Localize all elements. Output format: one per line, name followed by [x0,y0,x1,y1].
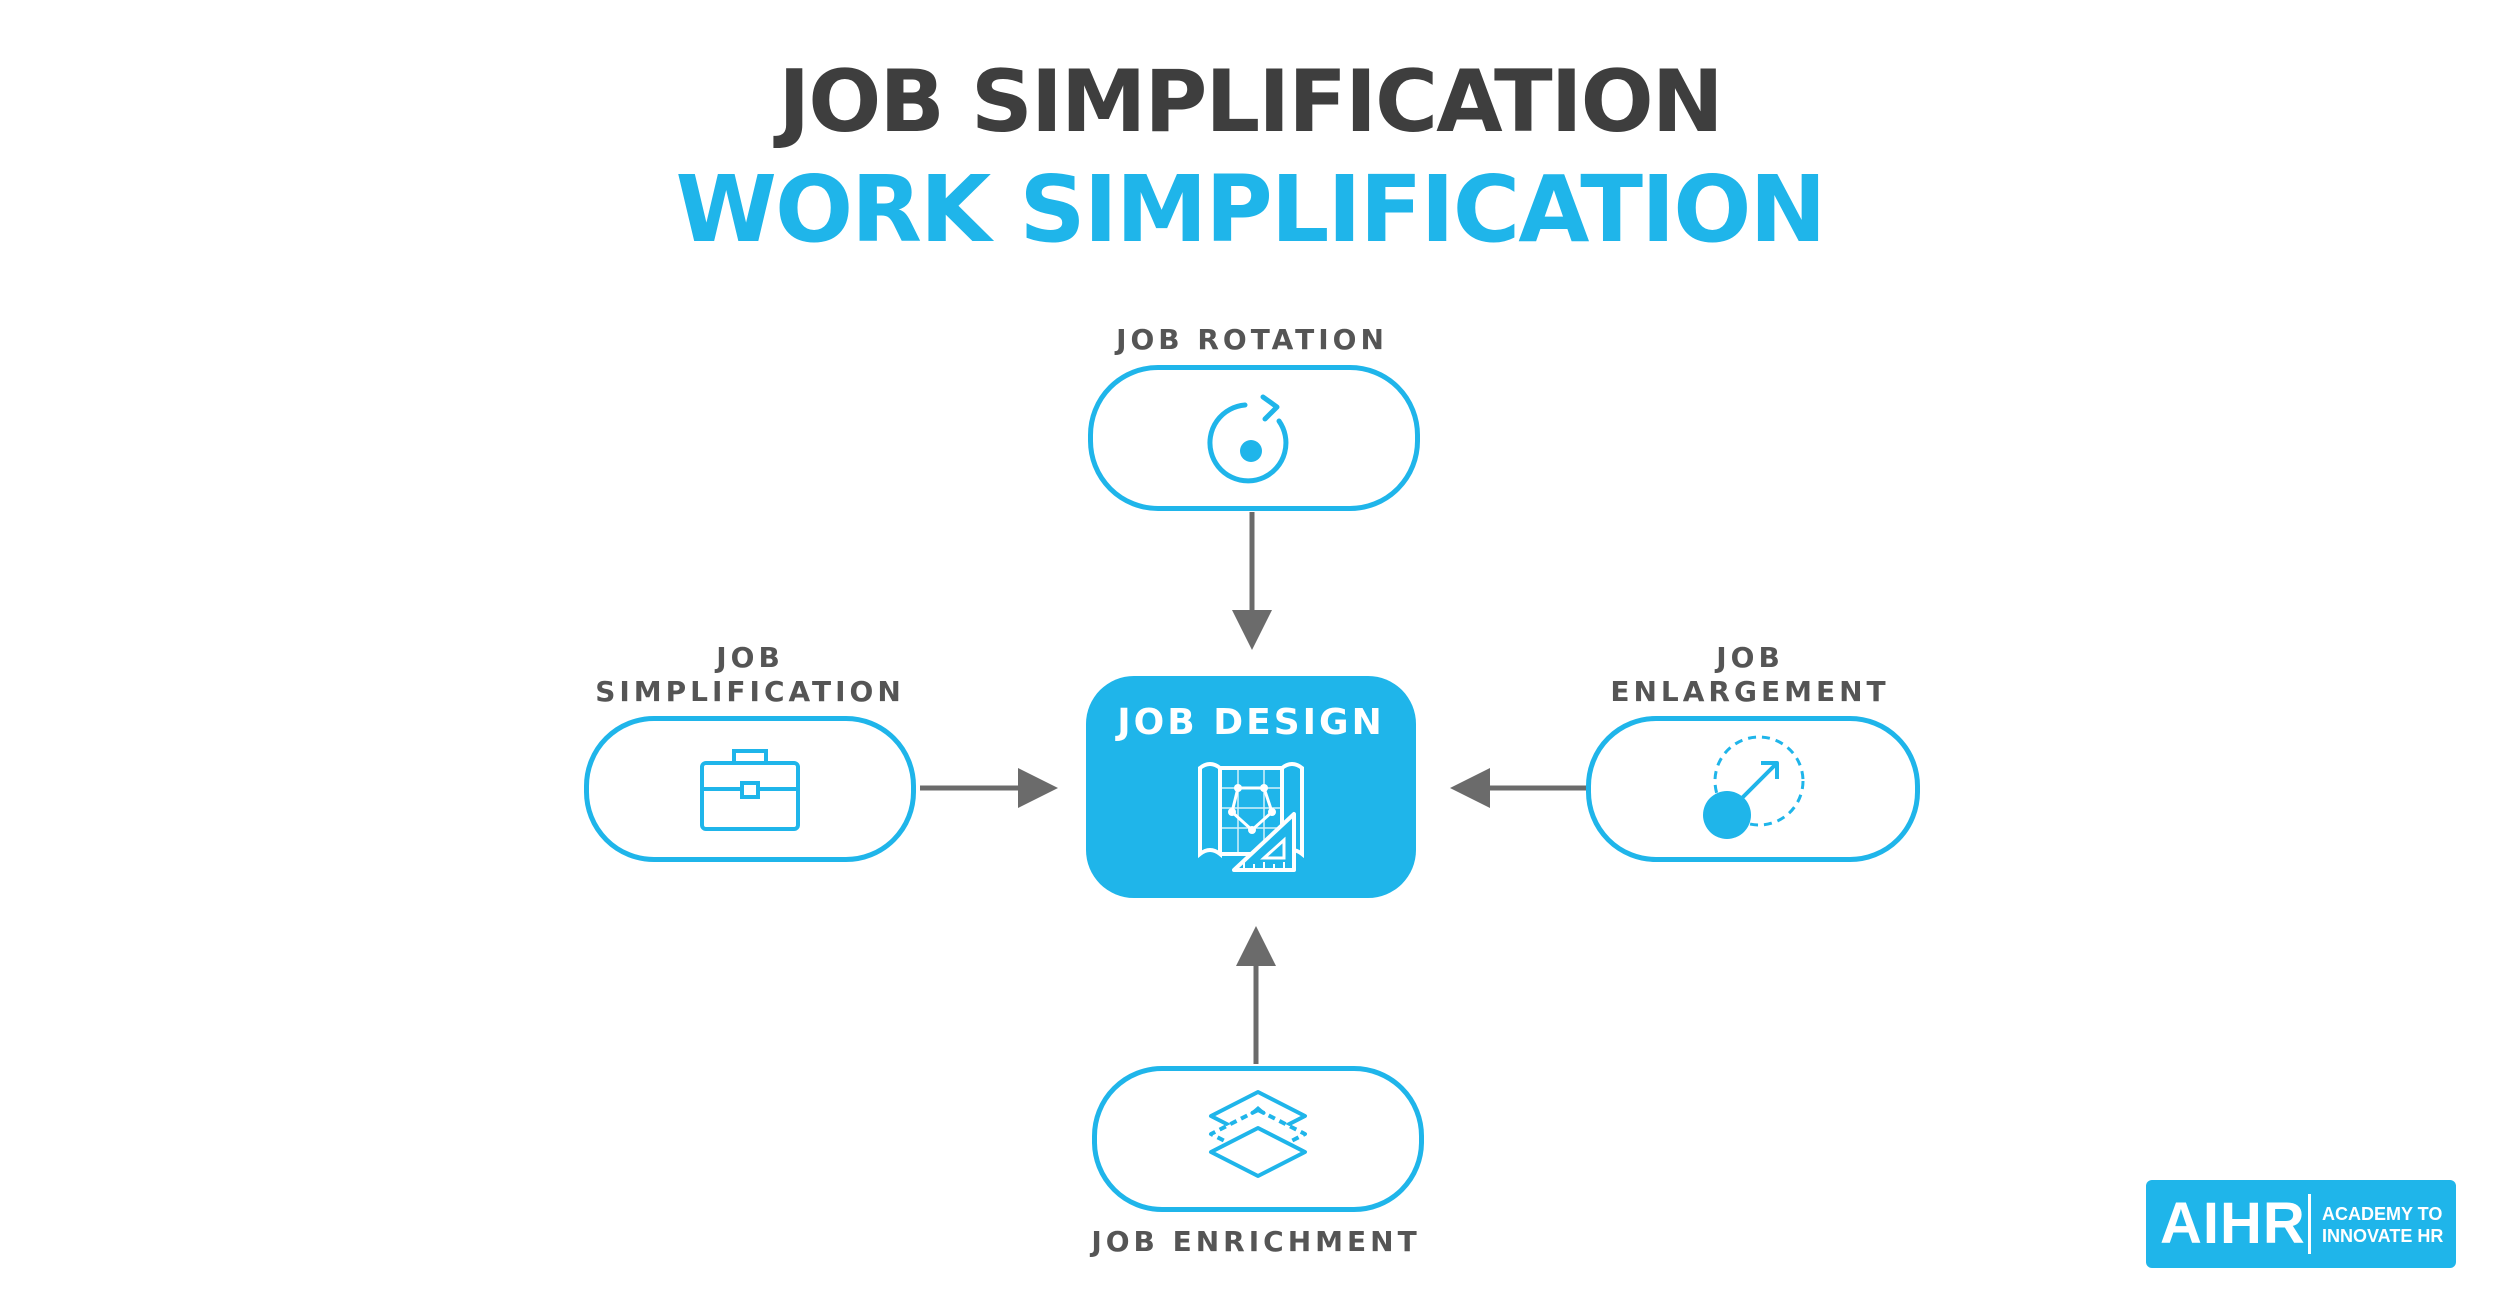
logo-mark: AIHR [2160,1191,2306,1256]
logo-tagline-1: ACADEMY TO [2322,1204,2443,1224]
node-job-enlargement [1586,716,1920,862]
node-job-design: JOB DESIGN [1086,676,1416,898]
briefcase-icon [700,749,800,831]
title-line-1: JOB SIMPLIFICATION [778,52,1723,152]
label-job-rotation: JOB ROTATION [1116,323,1388,356]
node-job-enrichment [1092,1066,1424,1212]
layers-icon [1209,1090,1307,1178]
node-job-rotation [1088,365,1420,511]
label-job-enlargement-2: ENLARGEMENT [1610,675,1890,708]
center-label: JOB DESIGN [1117,702,1385,743]
label-job-enrichment: JOB ENRICHMENT [1091,1225,1421,1258]
aihr-logo: AIHR ACADEMY TO INNOVATE HR [2146,1180,2456,1268]
title-line-2: WORK SIMPLIFICATION [675,156,1826,263]
rotation-icon [1207,394,1289,484]
label-job-enlargement-1: JOB [1716,641,1784,674]
blueprint-icon [1198,762,1304,872]
logo-divider [2308,1194,2311,1254]
expand-circle-icon [1703,735,1805,839]
node-job-simplification [584,716,916,862]
label-job-simplification-2: SIMPLIFICATION [595,675,905,708]
logo-tagline-2: INNOVATE HR [2322,1226,2444,1246]
label-job-simplification-1: JOB [716,641,784,674]
